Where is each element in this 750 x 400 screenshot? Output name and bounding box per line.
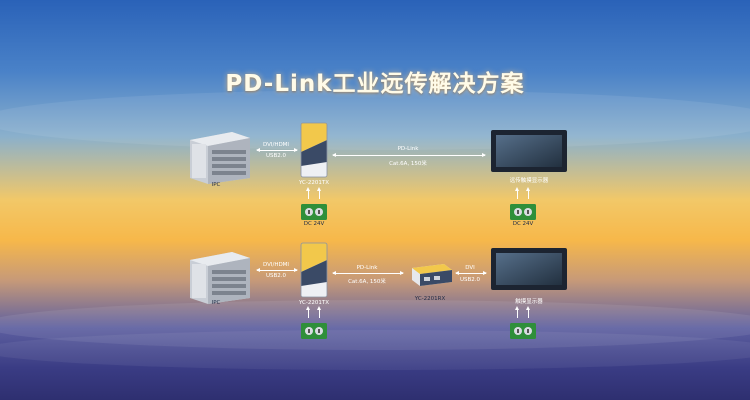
link-label-top: PD-Link bbox=[397, 146, 419, 152]
power-arrow bbox=[515, 187, 519, 199]
link-label-bottom: Cat.6A, 150米 bbox=[389, 161, 427, 167]
power-terminal-icon bbox=[510, 204, 536, 220]
background-wave bbox=[0, 90, 750, 150]
ipc-label: IPC bbox=[211, 300, 221, 306]
signal-label-top: DVI/HDMI bbox=[262, 262, 290, 268]
power-arrow bbox=[306, 306, 310, 318]
touch-display-icon bbox=[491, 248, 567, 290]
rx-signal-arrow bbox=[455, 271, 487, 275]
display-label: 远传触摸显示器 bbox=[509, 178, 549, 184]
power-arrow bbox=[317, 306, 321, 318]
power-label: DC 24V bbox=[303, 221, 325, 227]
power-terminal-icon bbox=[301, 323, 327, 339]
link-label-bottom: Cat.6A, 150米 bbox=[348, 279, 386, 285]
rx-label: YC-2201RX bbox=[414, 296, 446, 302]
power-terminal-icon bbox=[510, 323, 536, 339]
display-label: 触摸显示器 bbox=[515, 299, 543, 305]
touch-display-icon bbox=[491, 130, 567, 172]
power-label: DC 24V bbox=[512, 221, 534, 227]
rx-extender-icon bbox=[412, 264, 452, 286]
pd-link-arrow bbox=[332, 271, 404, 275]
power-terminal-icon bbox=[301, 204, 327, 220]
rx-signal-label-top: DVI bbox=[465, 265, 475, 271]
signal-label-top: DVI/HDMI bbox=[262, 142, 290, 148]
tx-label: YC-2201TX bbox=[298, 180, 330, 186]
signal-label-bottom: USB2.0 bbox=[265, 273, 287, 279]
ipc-computer-icon bbox=[190, 132, 250, 184]
background-wave bbox=[0, 330, 750, 370]
ipc-computer-icon bbox=[190, 252, 250, 304]
page-title: PD-Link工业远传解决方案 bbox=[225, 71, 525, 97]
signal-arrow bbox=[256, 268, 298, 272]
tx-extender-icon bbox=[300, 122, 328, 178]
power-arrow bbox=[317, 187, 321, 199]
signal-label-bottom: USB2.0 bbox=[265, 153, 287, 159]
power-arrow bbox=[526, 306, 530, 318]
background-wave bbox=[0, 300, 750, 350]
power-arrow bbox=[526, 187, 530, 199]
ipc-label: IPC bbox=[211, 182, 221, 188]
power-arrow bbox=[306, 187, 310, 199]
rx-signal-label-bottom: USB2.0 bbox=[459, 277, 481, 283]
link-label-top: PD-Link bbox=[356, 265, 378, 271]
tx-label: YC-2201TX bbox=[298, 300, 330, 306]
signal-arrow bbox=[256, 148, 298, 152]
tx-extender-icon bbox=[300, 242, 328, 298]
pd-link-arrow bbox=[332, 153, 486, 157]
power-arrow bbox=[515, 306, 519, 318]
